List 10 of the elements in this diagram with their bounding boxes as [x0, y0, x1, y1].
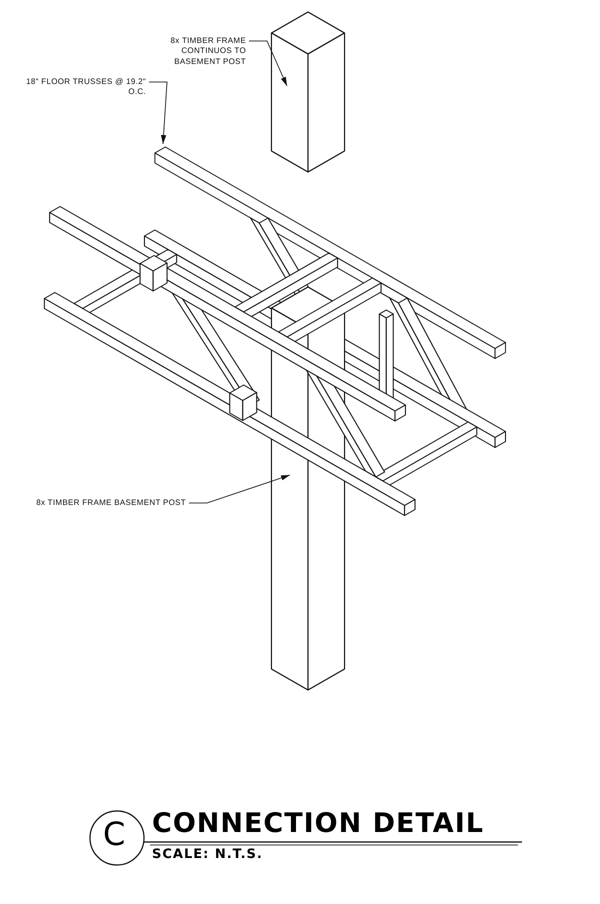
callout-text: 8x TIMBER FRAME CONTINUOS TO BASEMENT POST [170, 36, 246, 68]
leader-line [148, 82, 168, 144]
scale-note: SCALE: N.T.S. [152, 848, 263, 861]
detail-letter: C [103, 818, 126, 850]
callout-text: 8x TIMBER FRAME BASEMENT POST [35, 498, 186, 508]
leader-line [248, 40, 288, 86]
drawing-title: CONNECTION DETAIL [152, 810, 484, 837]
callout-text: 18" FLOOR TRUSSES @ 19.2" O.C. [25, 77, 146, 98]
timber-post [270, 11, 346, 173]
leader-line [188, 474, 290, 504]
